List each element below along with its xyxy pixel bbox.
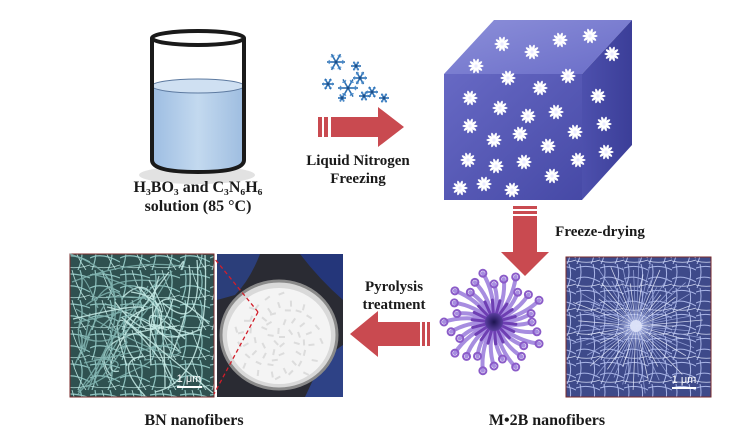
daisy-icon xyxy=(494,36,510,52)
snowflake-icons xyxy=(322,53,389,103)
m2b-flower-icon xyxy=(439,268,544,376)
daisy-icon xyxy=(462,118,478,134)
frozen-cube xyxy=(444,20,632,200)
beaker-icon xyxy=(139,29,255,184)
daisy-icon xyxy=(500,70,516,86)
snowflake-icon xyxy=(338,94,346,102)
daisy-icon xyxy=(567,124,583,140)
daisy-icon xyxy=(520,108,536,124)
snowflake-icon xyxy=(359,91,369,101)
daisy-icon xyxy=(604,46,620,62)
freeze-drying-label: Freeze-drying xyxy=(555,224,645,240)
snowflake-icon xyxy=(322,78,334,90)
solution-liquid xyxy=(152,85,244,172)
bn-photo xyxy=(217,254,343,397)
daisy-icon xyxy=(590,88,606,104)
scale-bar-m2b xyxy=(672,387,696,389)
daisy-icon xyxy=(452,180,468,196)
snowflake-icon xyxy=(351,61,361,71)
freezing-label-line2: Freezing xyxy=(330,171,386,187)
zoom-indicator xyxy=(213,257,259,395)
freezing-label-line1: Liquid Nitrogen xyxy=(306,153,410,169)
daisy-icon xyxy=(548,104,564,120)
daisy-icon xyxy=(598,144,614,160)
scale-bar-bn xyxy=(177,386,202,388)
bn-nanofibers-label: BN nanofibers xyxy=(144,412,244,429)
daisy-icon xyxy=(504,182,520,198)
daisy-icon xyxy=(532,80,548,96)
daisy-icon xyxy=(570,152,586,168)
arrow-freezing xyxy=(318,107,404,147)
arrow-pyrolysis xyxy=(350,311,430,357)
bn-sem-image xyxy=(69,253,215,398)
solution-label-line1: H₃BO₃ and C₃N₆H₆ xyxy=(133,179,263,196)
daisy-icon xyxy=(488,158,504,174)
daisy-icon xyxy=(476,176,492,192)
daisy-icon xyxy=(524,44,540,60)
daisy-icon xyxy=(462,90,478,106)
pyrolysis-label-line1: Pyrolysis xyxy=(364,279,424,295)
snowflake-icon xyxy=(327,53,345,71)
snowflake-icon xyxy=(379,93,389,103)
daisy-icon xyxy=(540,138,556,154)
snowflake-icon xyxy=(353,71,367,85)
daisy-icon xyxy=(512,126,528,142)
daisy-icon xyxy=(596,116,612,132)
scale-label-bn: 1 μm xyxy=(177,373,202,385)
daisy-icon xyxy=(486,132,502,148)
daisy-icon xyxy=(492,100,508,116)
daisy-icon xyxy=(460,152,476,168)
arrow-freeze-drying xyxy=(501,206,549,276)
daisy-icon xyxy=(516,154,532,170)
snowflake-icon xyxy=(338,78,358,98)
m2b-sem-image xyxy=(565,256,712,398)
daisy-icon xyxy=(552,32,568,48)
scale-label-m2b: 1 μm xyxy=(672,374,697,386)
daisy-icon xyxy=(468,58,484,74)
m2b-nanofibers-label: M•2B nanofibers xyxy=(488,412,606,429)
daisy-icon xyxy=(560,68,576,84)
daisy-icon xyxy=(582,28,598,44)
solution-label-line2: solution (85 °C) xyxy=(144,198,252,215)
pyrolysis-label-line2: treatment xyxy=(362,297,426,313)
daisy-icon xyxy=(544,168,560,184)
